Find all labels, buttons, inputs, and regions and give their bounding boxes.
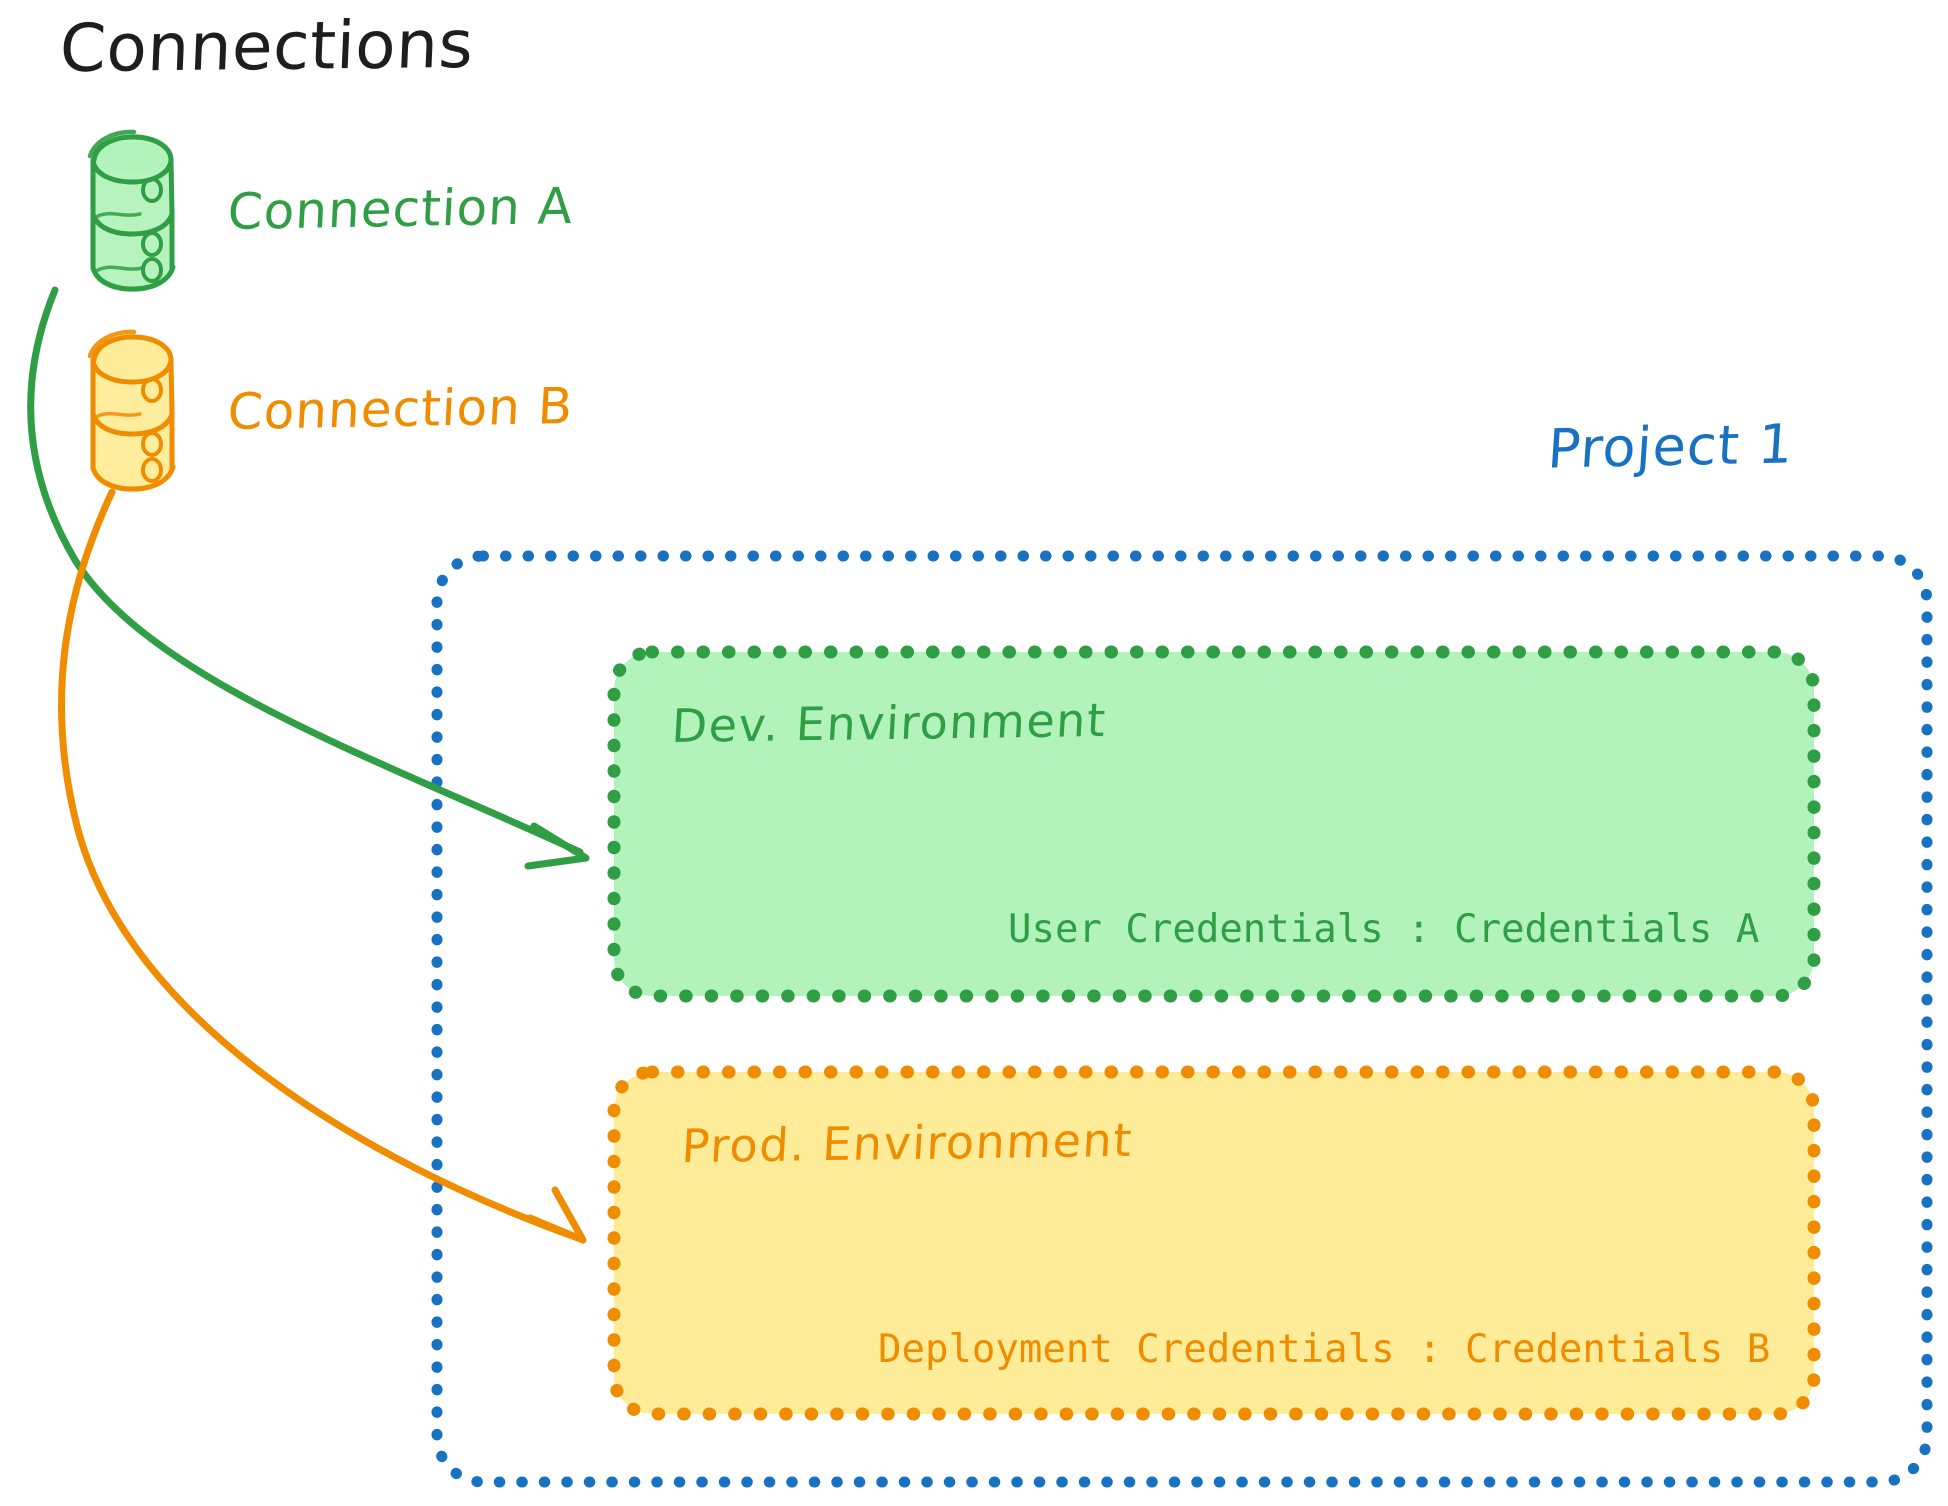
arrow-connection-b-to-prod	[58, 488, 587, 1244]
project-1-label: Project 1	[1545, 412, 1796, 481]
dev-environment-title: Dev. Environment	[670, 692, 1109, 754]
page-title: Connections	[58, 5, 476, 88]
dev-environment-box[interactable]	[607, 645, 1821, 1003]
prod-environment-credentials: Deployment Credentials : Credentials B	[878, 1327, 1771, 1372]
arrow-connection-a-to-dev	[27, 286, 590, 870]
connection-a-label[interactable]: Connection A	[226, 176, 575, 242]
connection-a-database-icon[interactable]	[87, 129, 176, 292]
project-1-container[interactable]	[431, 550, 1933, 1488]
connection-b-label[interactable]: Connection B	[226, 376, 575, 442]
prod-environment-title: Prod. Environment	[680, 1112, 1135, 1174]
prod-environment-box[interactable]	[607, 1065, 1821, 1421]
dev-environment-credentials: User Credentials : Credentials A	[1008, 907, 1760, 952]
connection-b-database-icon[interactable]	[87, 329, 176, 492]
